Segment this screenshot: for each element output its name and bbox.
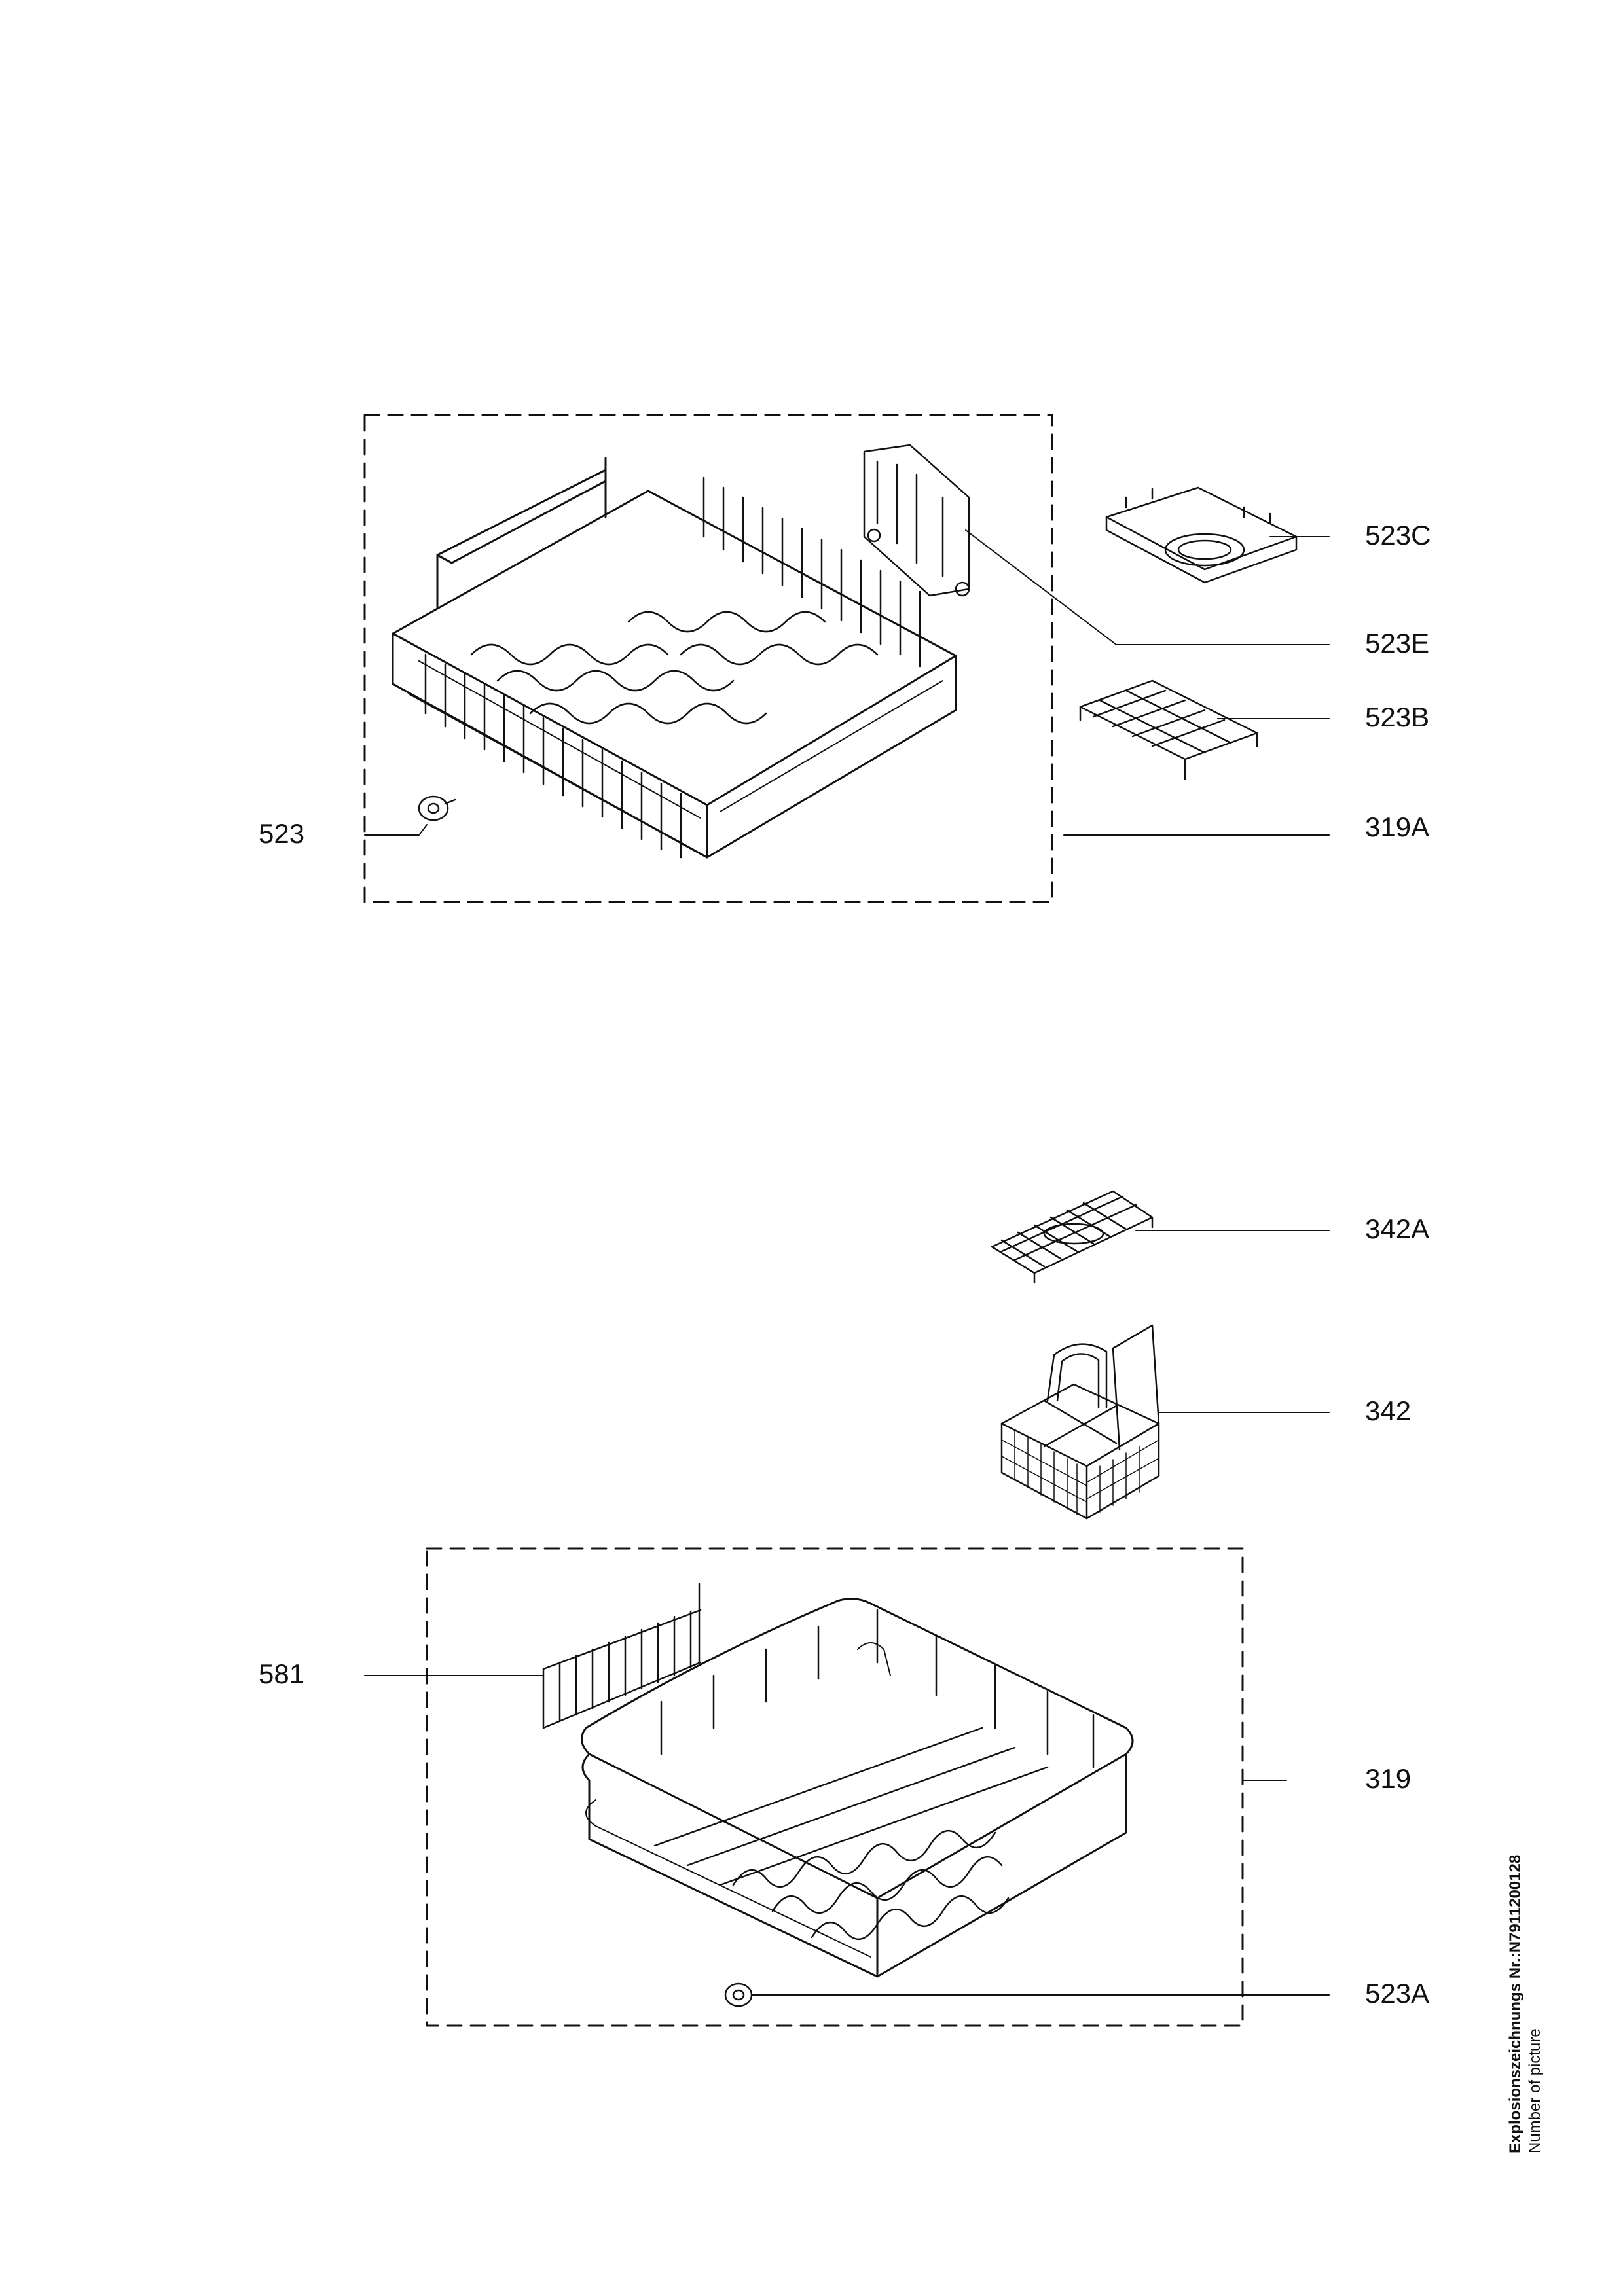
lower-basket-drawing (581, 1598, 1134, 1978)
upper-basket-drawing (392, 457, 957, 859)
callout-319: 319 (1365, 1763, 1412, 1794)
callout-319a: 319A (1365, 812, 1430, 842)
callout-523b: 523B (1365, 702, 1430, 732)
leader-523 (364, 824, 428, 836)
callout-342: 342 (1365, 1395, 1412, 1426)
leader-523e (965, 529, 1330, 645)
cutlery-cover-342a-drawing (991, 1190, 1154, 1284)
callout-523a: 523A (1365, 1978, 1430, 2009)
plate-rack-581-drawing (542, 1583, 702, 1729)
callout-581: 581 (259, 1659, 305, 1689)
picture-number-block: Explosionszeichnungs Nr.:N7911200128 Num… (1506, 1787, 1545, 2153)
callout-523e: 523E (1365, 628, 1430, 658)
wheel-523a-drawing (724, 1982, 753, 2007)
picture-number-label: Explosionszeichnungs Nr.:N7911200128 (1506, 1854, 1524, 2153)
upper-assembly-dashed-frame (363, 414, 1053, 903)
cutlery-group (991, 1190, 1330, 1520)
lower-assembly-dashed-frame (426, 1547, 1244, 2027)
cup-rack-523c-drawing (1105, 486, 1298, 584)
wheel-523-drawing (418, 795, 456, 821)
upper-basket-group (363, 414, 1330, 903)
callout-523c: 523C (1365, 520, 1431, 550)
wire-insert-523b-drawing (1079, 679, 1258, 780)
cutlery-basket-342-drawing (1000, 1324, 1160, 1520)
lower-basket-group (364, 1547, 1330, 2027)
callout-342a: 342A (1365, 1213, 1430, 1244)
bottle-holder-insert-drawing (863, 444, 970, 597)
picture-number-caption: Number of picture (1526, 2028, 1544, 2153)
callout-523: 523 (259, 818, 305, 849)
